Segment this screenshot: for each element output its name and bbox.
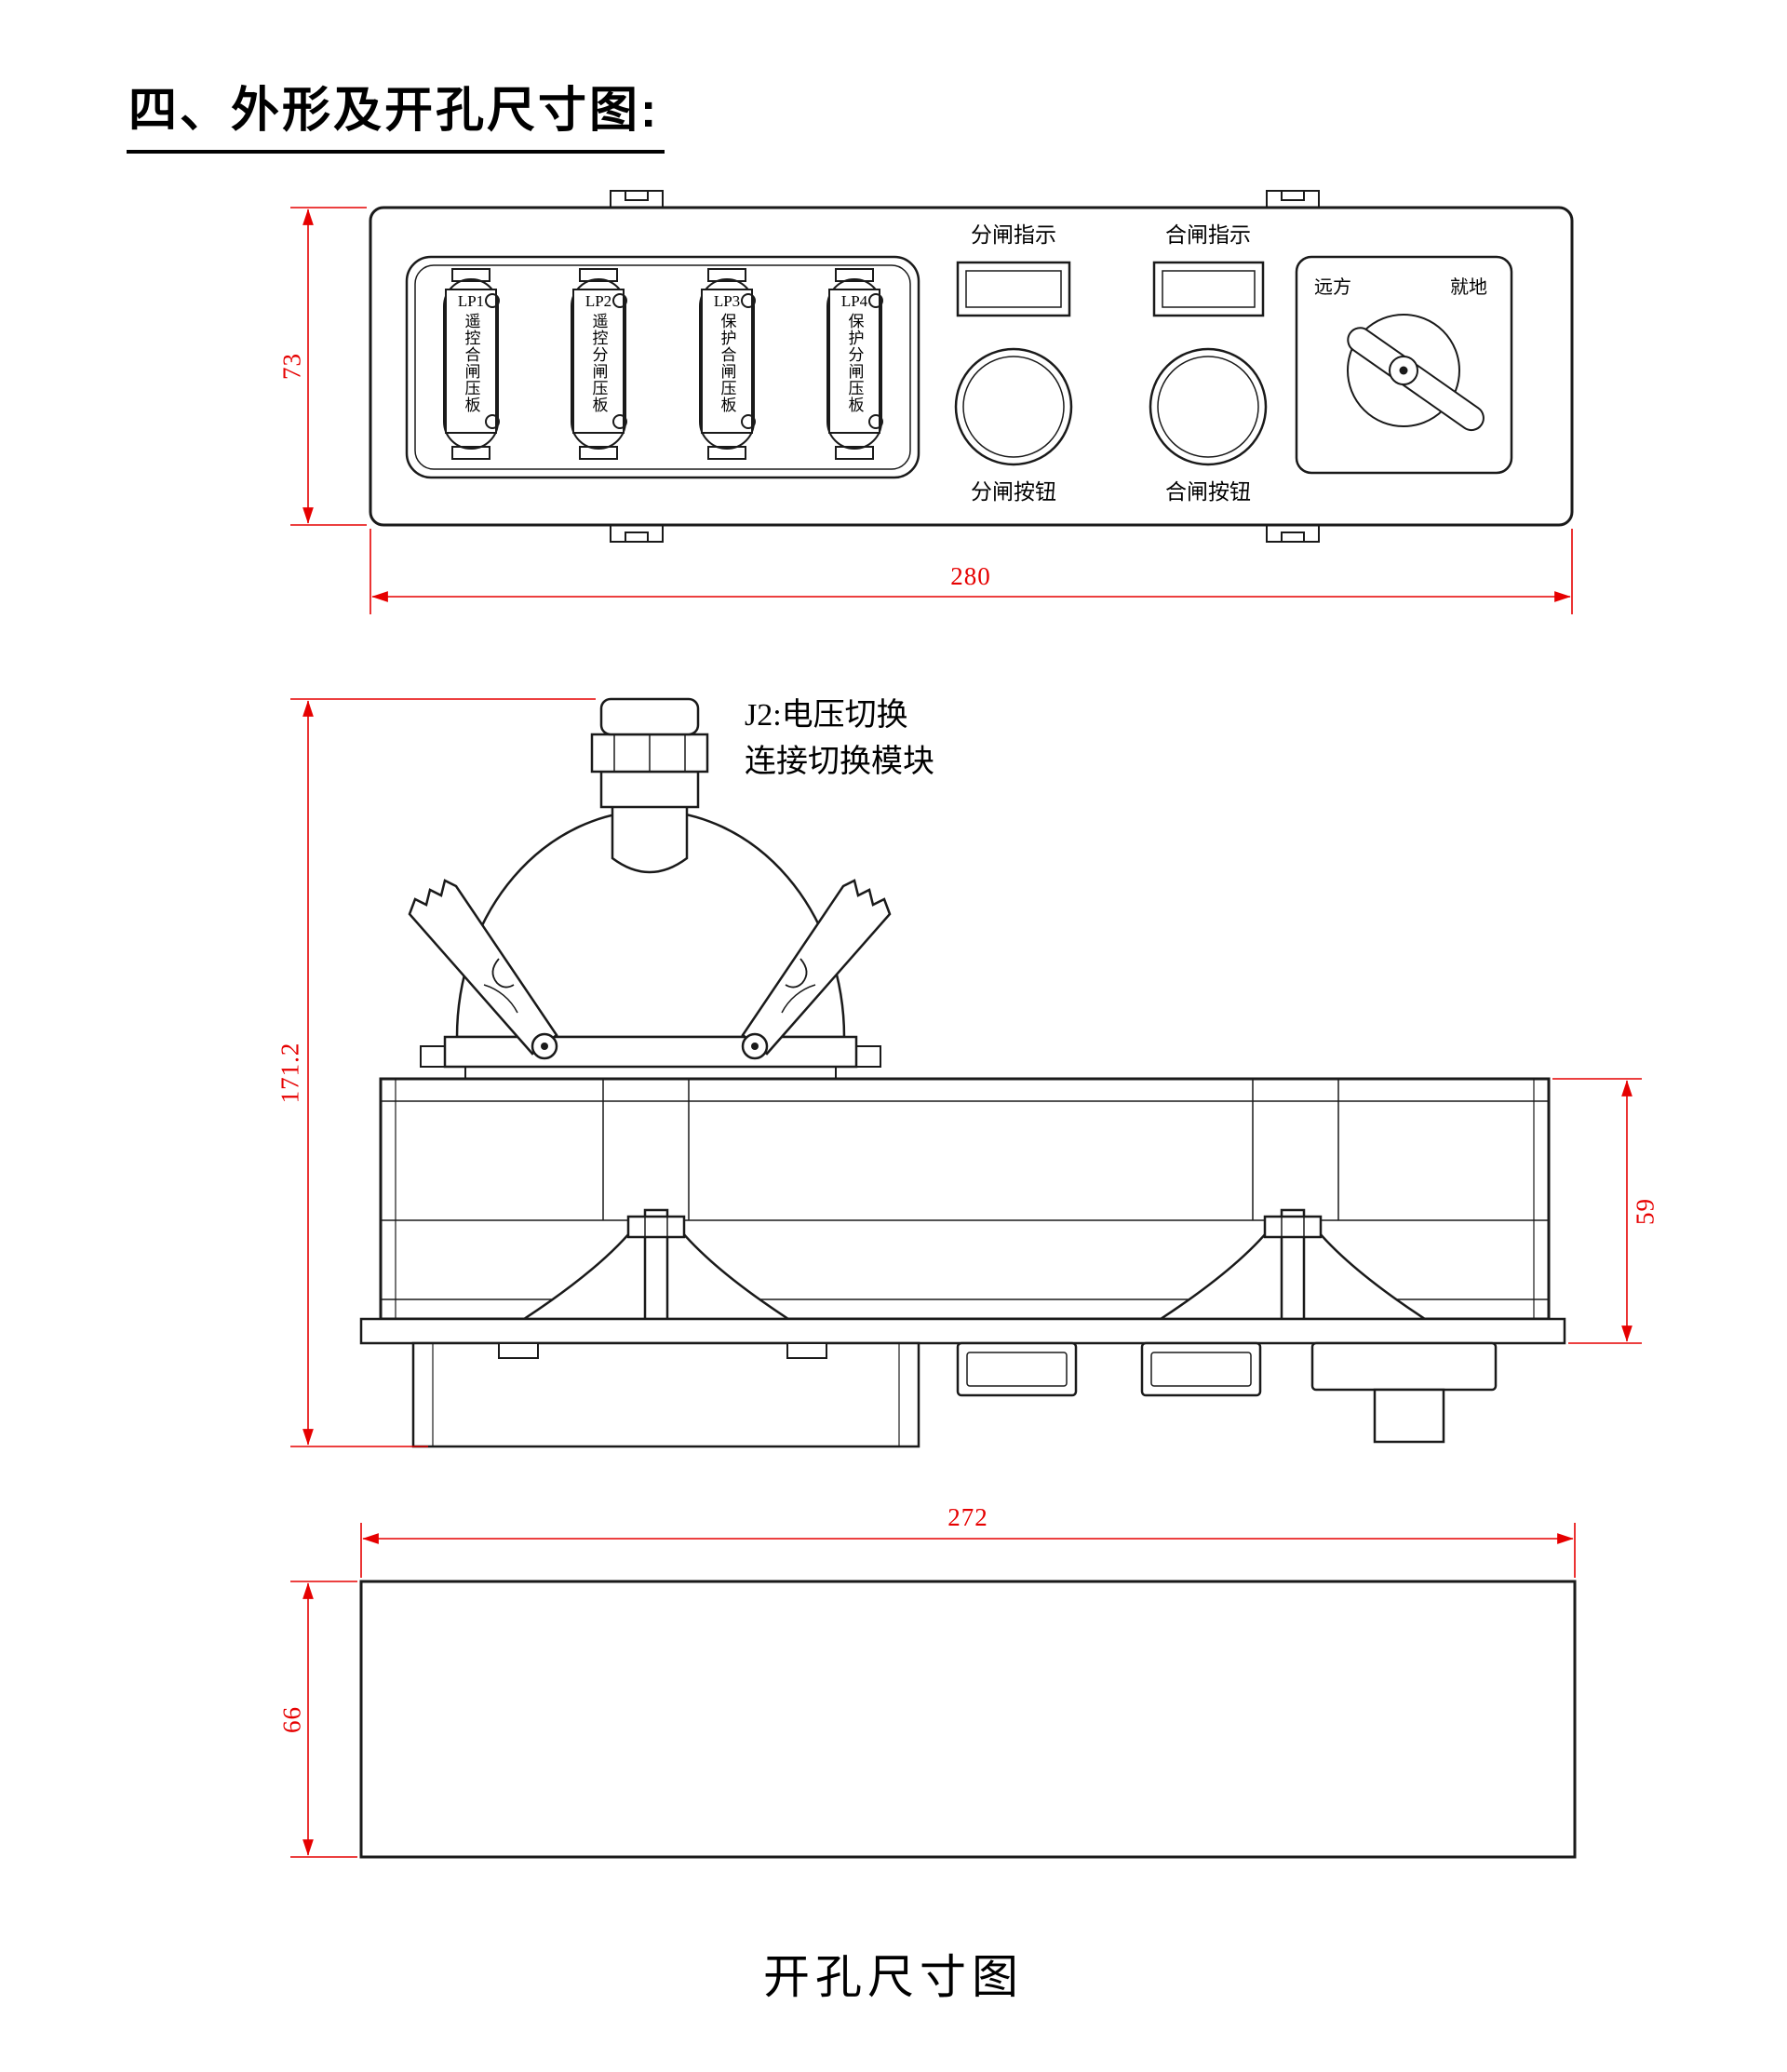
switch-id-lp1: LP1 [457,292,485,310]
switch-lp4 [826,268,883,460]
selector-remote-label: 远方 [1314,277,1351,298]
dim-front-height: 73 [277,353,306,380]
switch-id-lp4: LP4 [840,292,868,310]
bottom-flange [359,1317,1566,1345]
selector-local-label: 就地 [1450,277,1487,298]
latch-wing-right [741,879,892,1060]
open-button-label: 分闸按钮 [971,480,1056,504]
close-indicator-lamp [1152,261,1265,317]
switch-id-lp2: LP2 [584,292,612,310]
switch-text-lp3: 保护合闸压板 [718,312,736,413]
open-button-circle [954,347,1073,466]
rear-block-right [1310,1341,1498,1444]
mounting-foot-left [519,1208,793,1321]
switch-id-lp3: LP3 [713,292,741,310]
side-view [359,697,1566,1448]
mounting-tabs [610,190,1320,543]
switch-label-lp4: LP4 保护分闸压板 [828,292,880,435]
switch-lp1 [443,268,500,460]
switch-text-lp2: 遥控分闸压板 [589,312,608,413]
dim-front-width: 280 [950,562,991,590]
cable-gland [590,697,709,874]
selector-switch [1295,255,1513,475]
switch-group-bezel [405,255,920,479]
switch-label-lp1: LP1 遥控合闸压板 [445,292,497,435]
dim-cutout-height: 66 [277,1706,306,1733]
front-view [369,190,1574,543]
rear-connector-1 [956,1341,1078,1397]
cutout-dimensions [290,1523,1576,1858]
close-indicator-label: 合闸指示 [1165,223,1251,247]
dome-flange [420,1035,881,1079]
open-indicator-label: 分闸指示 [971,223,1056,247]
switch-lp3 [699,268,756,460]
page-title: 四、外形及开孔尺寸图: [127,71,665,154]
front-view-dimensions [290,207,1573,614]
dim-side-body-height: 59 [1631,1198,1659,1225]
dim-side-total-height: 171.2 [275,1042,304,1104]
switch-label-lp2: LP2 遥控分闸压板 [572,292,625,435]
switch-lp2 [571,268,627,460]
close-button-label: 合闸按钮 [1165,480,1251,504]
switch-text-lp4: 保护分闸压板 [845,312,864,413]
switch-text-lp1: 遥控合闸压板 [462,312,480,413]
rear-connector-2 [1140,1341,1262,1397]
cutout-rect [359,1580,1577,1859]
j2-annotation-line2: 连接切换模块 [745,745,934,779]
cutout-caption: 开孔尺寸图 [763,1951,1024,2003]
mounting-foot-right [1156,1208,1430,1321]
open-indicator-lamp [956,261,1071,317]
switch-label-lp3: LP3 保护合闸压板 [701,292,753,435]
rear-terminal-box [411,1341,920,1448]
cutout-view [359,1580,1577,1859]
dim-cutout-width: 272 [947,1503,988,1531]
latch-wing-left [408,879,558,1060]
side-view-dimensions [290,698,1642,1447]
close-button-circle [1149,347,1268,466]
j2-annotation-line1: J2:电压切换 [745,698,908,733]
